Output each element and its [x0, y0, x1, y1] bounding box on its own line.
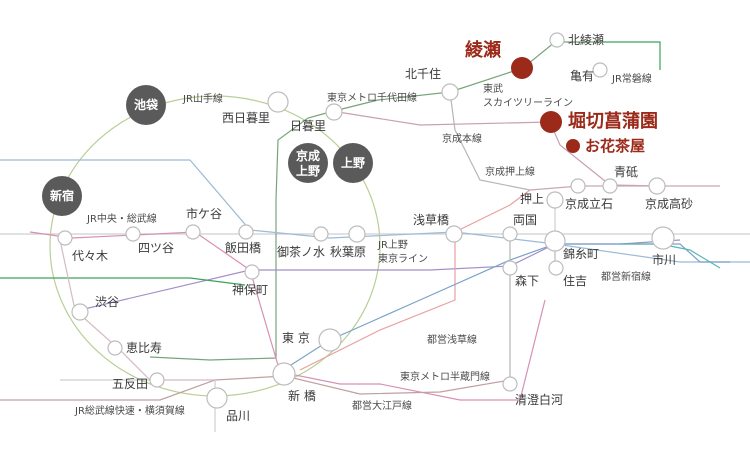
nishi-nippori-label: 西日暮里	[222, 111, 270, 125]
ikebukuro-hub[interactable]	[126, 85, 166, 125]
keisei-takasago-circle[interactable]	[648, 177, 666, 195]
keisei-takasago-label: 京成高砂	[645, 196, 693, 211]
shinagawa-label: 品川	[226, 409, 250, 423]
shinjuku-line-label: 都営新宿線	[601, 270, 651, 283]
keisei-tateishi-circle[interactable]	[570, 178, 586, 194]
sobu-rapid-label: JR総武線快速・横須賀線	[74, 404, 185, 417]
kita-senju-circle[interactable]	[441, 83, 459, 101]
yamanote-line-label: JR山手線	[182, 92, 223, 105]
morishita-label: 森下	[515, 273, 539, 288]
yotsuya-label: 四ツ谷	[138, 241, 174, 255]
keisei-main-label: 京成本線	[442, 132, 482, 145]
ichigaya-label: 市ケ谷	[186, 206, 222, 221]
kita-ayase-circle[interactable]	[549, 32, 565, 48]
oshiage-circle[interactable]	[546, 191, 564, 209]
oedo-line-label: 都営大江戸線	[352, 399, 412, 412]
tokyo-circle[interactable]	[318, 328, 342, 352]
ebisu-circle[interactable]	[107, 340, 123, 356]
asakusabashi-circle[interactable]	[445, 225, 463, 243]
iidabashi-circle[interactable]	[238, 224, 254, 240]
skytree-label-1: 東武	[483, 82, 503, 95]
ueno-tokyo-label-2: 東京ライン	[378, 252, 428, 265]
shinagawa-circle[interactable]	[206, 387, 228, 409]
tokyo-label: 東 京	[282, 331, 310, 345]
keisei-ueno-label-1: 京成	[296, 148, 320, 163]
asakusabashi-label: 浅草橋	[413, 213, 449, 227]
ueno-tokyo-label-1: JR上野	[377, 239, 408, 251]
aoto-label: 青砥	[614, 165, 638, 179]
akihabara-circle[interactable]	[348, 225, 366, 243]
kinshicho-label: 錦糸町	[563, 246, 599, 261]
horikiri-label: 堀切菖蒲園	[568, 111, 658, 132]
ueno-hub[interactable]	[333, 143, 373, 183]
ebisu-label: 恵比寿	[126, 341, 162, 355]
skytree-line	[449, 91, 531, 191]
ueno-label: 上野	[341, 155, 365, 170]
hanzomon-line-label: 東京メトロ半蔵門線	[400, 370, 490, 383]
nishi-nippori-circle[interactable]	[267, 91, 289, 113]
ichikawa-label: 市川	[652, 252, 676, 267]
kita-senju-label: 北千住	[405, 67, 441, 81]
keisei-tateishi-label: 京成立石	[565, 196, 613, 211]
gotanda-circle[interactable]	[149, 372, 165, 388]
ichigaya-circle[interactable]	[185, 224, 201, 240]
asakusa-line-label: 都営浅草線	[427, 333, 477, 346]
ikebukuro-label: 池袋	[134, 97, 159, 112]
keisei-oshiage-line	[529, 185, 720, 191]
horikiri-marker[interactable]	[540, 111, 562, 133]
yoyogi-circle[interactable]	[57, 230, 73, 246]
yotsuya-circle[interactable]	[125, 226, 141, 242]
kiyosumi-circle[interactable]	[502, 376, 518, 392]
shibuya-label: 渋谷	[95, 295, 119, 309]
akihabara-label: 秋葉原	[330, 245, 366, 259]
green-line-west	[0, 277, 246, 286]
skytree-label-2: スカイツリーライン	[483, 97, 573, 109]
ohanajaya-marker[interactable]	[566, 139, 580, 153]
gotanda-label: 五反田	[112, 377, 148, 391]
sumiyoshi-label: 住吉	[563, 274, 587, 288]
oshiage-label: 押上	[520, 192, 544, 206]
aoto-circle[interactable]	[602, 178, 618, 194]
yoyogi-label: 代々木	[72, 249, 108, 263]
keisei-main-line	[337, 111, 661, 187]
nippori-circle[interactable]	[325, 103, 343, 121]
sumiyoshi-circle[interactable]	[548, 260, 564, 276]
shibuya-circle[interactable]	[71, 303, 89, 321]
shimbashi-label: 新 橋	[288, 388, 316, 403]
kita-ayase-label: 北綾瀬	[568, 32, 604, 47]
joban-line-label: JR常磐線	[611, 72, 652, 85]
kameari-circle[interactable]	[592, 62, 608, 78]
ryogoku-circle[interactable]	[502, 226, 518, 242]
morishita-circle[interactable]	[502, 260, 518, 276]
ochanomizu-label: 御茶ノ水	[277, 244, 325, 259]
green-line-east	[600, 41, 661, 70]
chuo-sobu-label: JR中央・総武線	[86, 212, 157, 225]
keisei-ueno-label-2: 上野	[296, 163, 320, 178]
teal-line	[620, 243, 721, 269]
kameari-label: 亀有	[570, 69, 594, 83]
ayase-marker[interactable]	[511, 57, 533, 79]
iidabashi-label: 飯田橋	[225, 240, 261, 255]
shinjuku-line	[0, 159, 750, 263]
ichikawa-circle[interactable]	[651, 226, 675, 250]
chiyoda-line-label: 東京メトロ千代田線	[327, 91, 417, 104]
ayase-label: 綾瀬	[465, 39, 501, 61]
jimbocho-label: 神保町	[232, 283, 268, 297]
shinjuku-hub[interactable]	[42, 176, 82, 216]
ryogoku-label: 両国	[513, 213, 537, 227]
shimbashi-circle[interactable]	[272, 362, 296, 386]
kinshicho-circle[interactable]	[544, 230, 566, 252]
shinjuku-label: 新宿	[50, 188, 74, 203]
asakusa-line	[299, 189, 531, 371]
jimbocho-circle[interactable]	[244, 264, 260, 280]
keisei-ueno-hub[interactable]	[288, 143, 328, 183]
kiyosumi-label: 清澄白河	[515, 392, 563, 407]
nippori-label: 日暮里	[290, 119, 326, 133]
ochanomizu-circle[interactable]	[313, 226, 329, 242]
keisei-oshiage-label: 京成押上線	[485, 165, 535, 178]
ohanajaya-label: お花茶屋	[585, 137, 645, 155]
